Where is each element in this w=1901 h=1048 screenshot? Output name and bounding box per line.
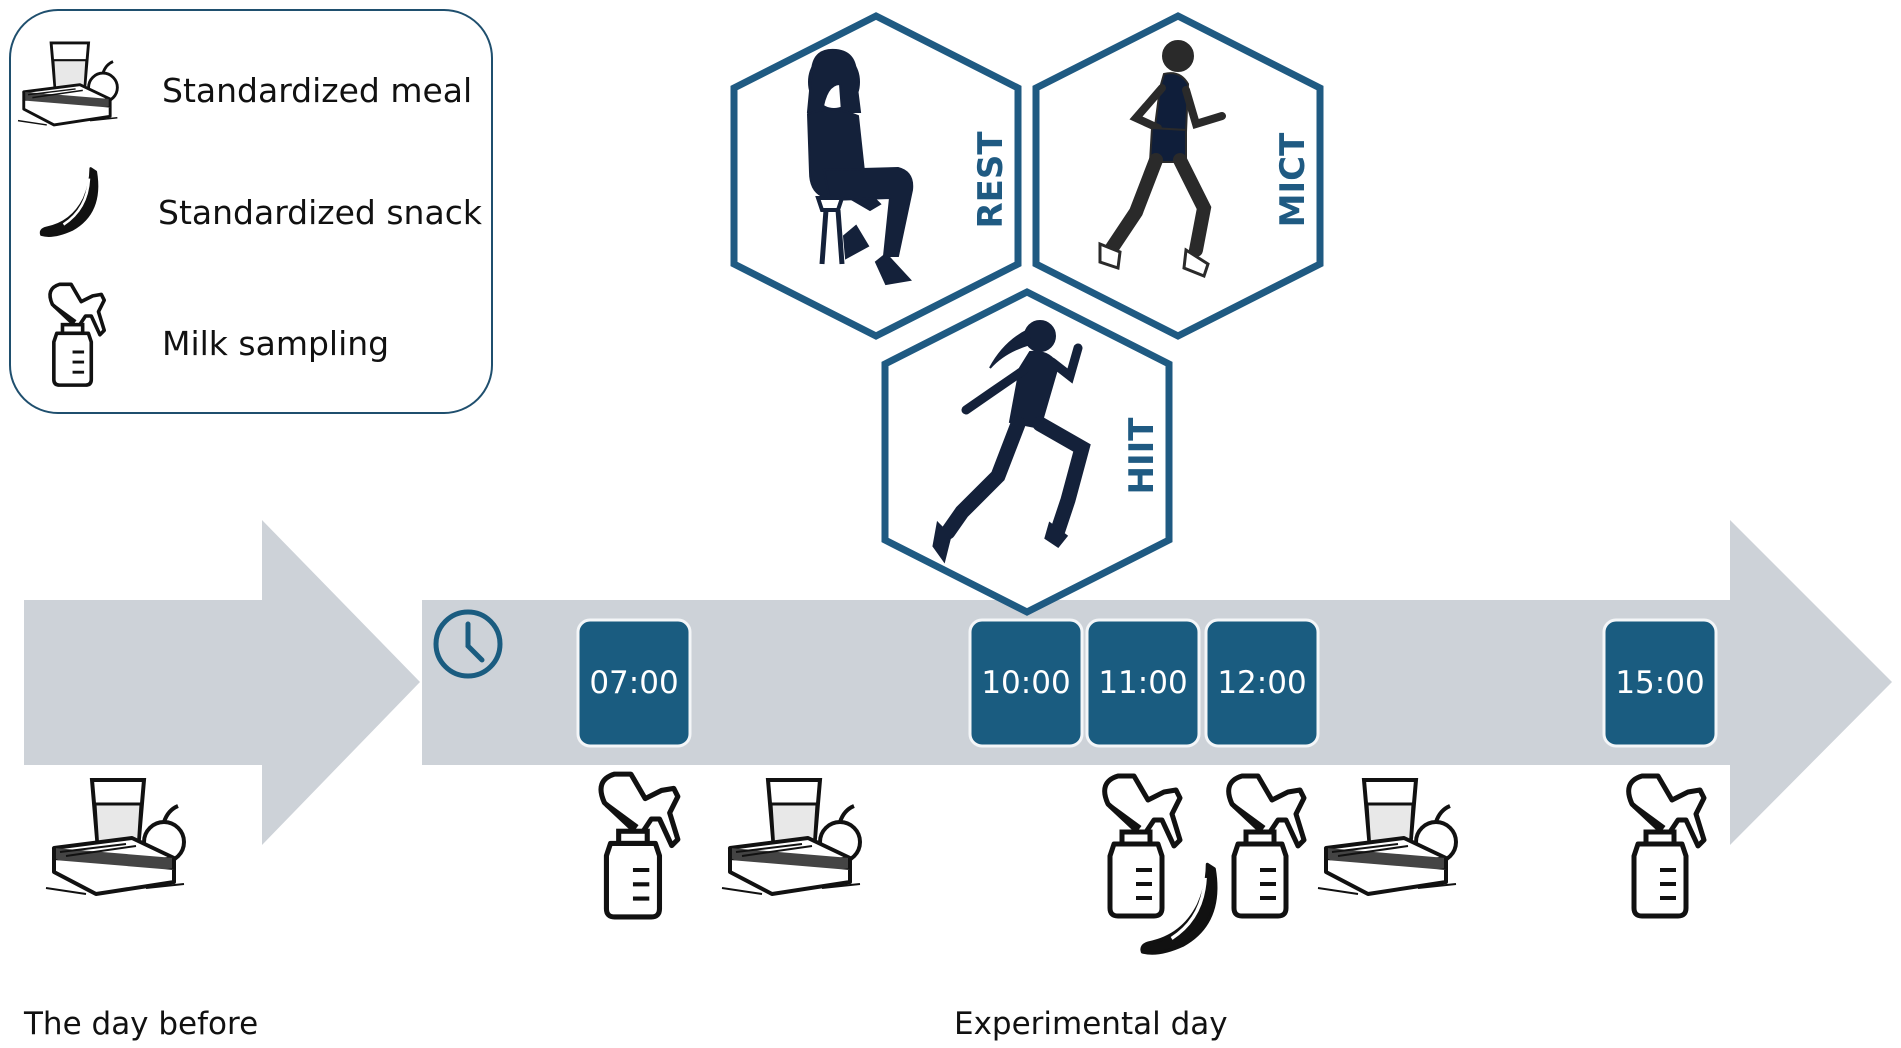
seated-woman-icon [806, 48, 914, 286]
condition-hexagon-rest: REST [730, 12, 1022, 340]
legend-box: Standardized meal Standardized snack Mil… [9, 9, 493, 414]
time-box-1100: 11:00 [1085, 618, 1201, 748]
time-label: 10:00 [981, 665, 1070, 701]
condition-hexagon-hiit: HIIT [881, 288, 1173, 616]
legend-label-milk: Milk sampling [162, 324, 389, 363]
time-box-1000: 10:00 [968, 618, 1084, 748]
legend-label-meal: Standardized meal [162, 71, 472, 110]
time-label: 07:00 [589, 665, 678, 701]
breast-pump-icon [1105, 776, 1180, 916]
condition-label-mict: MICT [1273, 132, 1313, 227]
jogging-woman-icon [1098, 40, 1226, 278]
meal-icon [1316, 778, 1458, 896]
sprinting-woman-icon [932, 320, 1091, 564]
condition-label-rest: REST [971, 131, 1011, 229]
condition-label-hiit: HIIT [1122, 417, 1162, 495]
meal-icon [720, 778, 862, 896]
meal-icon [44, 778, 186, 896]
time-box-0700: 07:00 [576, 618, 692, 748]
legend-label-snack: Standardized snack [158, 193, 483, 232]
time-box-1500: 15:00 [1602, 618, 1718, 748]
experimental-day-caption: Experimental day [954, 1006, 1228, 1042]
time-label: 15:00 [1615, 665, 1704, 701]
time-box-1200: 12:00 [1204, 618, 1320, 748]
legend-frame [9, 9, 493, 414]
day-before-caption: The day before [23, 1006, 258, 1042]
day-before-arrow [24, 520, 420, 845]
time-label: 12:00 [1217, 665, 1306, 701]
breast-pump-icon [1629, 776, 1704, 916]
condition-hexagon-mict: MICT [1032, 12, 1324, 340]
breast-pump-icon [1229, 776, 1304, 916]
clock-icon [433, 609, 503, 679]
breast-pump-icon [601, 774, 678, 917]
time-label: 11:00 [1098, 665, 1187, 701]
